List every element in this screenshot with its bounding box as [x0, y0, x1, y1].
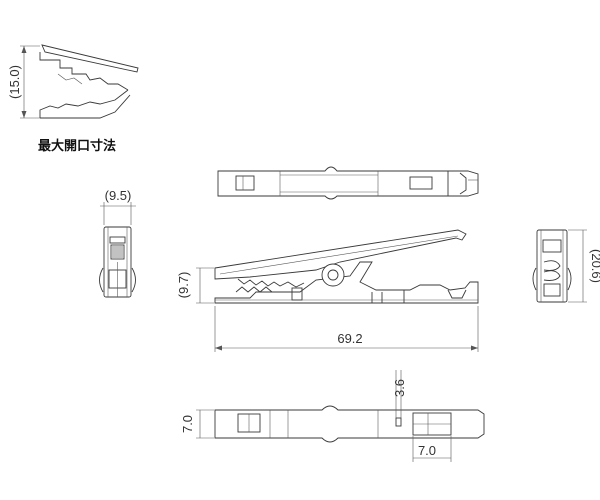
opening-lower-body: [40, 94, 131, 119]
top-view-slot-right: [409, 176, 433, 190]
length-arrow-left: [215, 345, 222, 351]
end-view-spring-outer: [532, 267, 572, 291]
max-opening-caption: 最大開口寸法: [38, 138, 116, 154]
side-upper-arm: [214, 229, 467, 280]
side-height-dimension: (9.7): [176, 272, 191, 299]
slot-width-dimension: 3.6: [392, 379, 407, 397]
end-height-dimension: (20.6): [589, 249, 600, 283]
opening-arrow-bottom: [21, 111, 27, 118]
length-arrow-right: [471, 345, 478, 351]
overall-length-dimension: 69.2: [337, 331, 362, 346]
opening-arrow-top: [21, 46, 27, 53]
front-view-hatch-box: [110, 244, 125, 260]
opening-lower-jaw-teeth: [39, 89, 129, 118]
end-view-lower-box: [543, 283, 561, 297]
end-view-plate: [542, 239, 562, 253]
side-small-part: [291, 287, 303, 301]
top-view-slot-left: [235, 175, 255, 191]
bottom-width-dimension: 7.0: [180, 415, 195, 433]
end-view-spring: [543, 260, 561, 281]
front-view-top-plate: [109, 236, 126, 244]
side-lower-body: [214, 261, 479, 304]
side-pivot-inner: [327, 269, 339, 281]
top-view-tip: [447, 171, 467, 196]
front-width-dimension: (9.5): [105, 188, 132, 203]
side-body-divisions: [371, 290, 405, 303]
bottom-view: 7.0 3.6 7.0: [180, 370, 485, 462]
tip-length-dimension: 7.0: [418, 443, 436, 458]
side-tip-notch: [447, 289, 467, 299]
opening-inner-line: [57, 73, 83, 85]
top-view: [217, 166, 479, 200]
bottom-view-slot-small: [395, 417, 402, 427]
opening-upper-arm: [41, 44, 139, 73]
side-jaw-teeth-upper: [237, 278, 305, 288]
side-view: (9.7) 69.2: [176, 229, 479, 352]
front-view-hatch: [112, 246, 123, 258]
front-view: (9.5): [99, 188, 136, 298]
max-opening-dimension: (15.0): [7, 65, 22, 99]
end-view: (20.6): [532, 229, 600, 303]
side-jaw-teeth-lower: [235, 286, 273, 293]
top-view-outline: [217, 166, 479, 200]
bottom-view-outline: [214, 405, 485, 443]
max-opening-view: (15.0): [7, 44, 139, 119]
side-upper-arm-inner: [219, 235, 459, 275]
end-view-body: [536, 229, 568, 303]
opening-upper-jaw-teeth: [39, 52, 129, 91]
side-pivot-outer: [321, 263, 345, 287]
front-view-spring: [99, 267, 136, 293]
